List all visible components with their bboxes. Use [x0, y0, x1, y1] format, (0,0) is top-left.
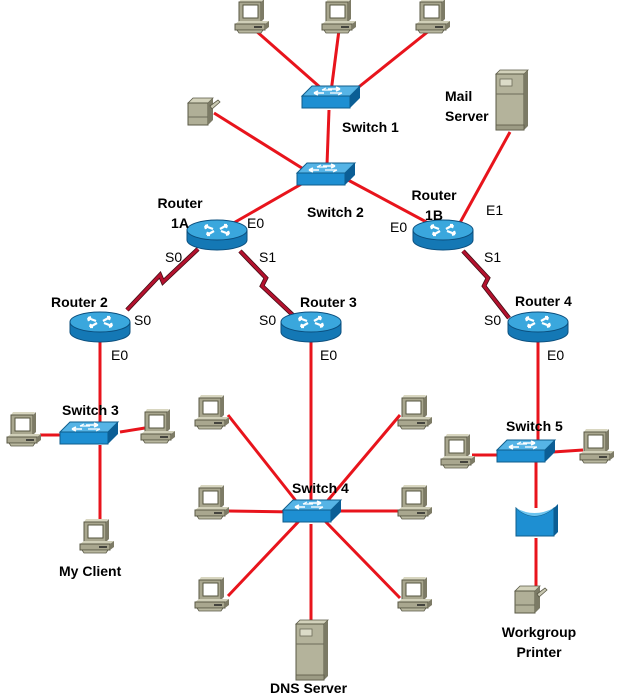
link-switch5-pc-right [552, 448, 584, 454]
link-router1b-mail-server [454, 131, 512, 231]
port-r3-s0: S0 [259, 312, 277, 328]
mail-server-label-line1: Mail [445, 88, 473, 104]
link-switch1-pc3 [349, 28, 431, 96]
switch1-label: Switch 1 [342, 119, 399, 135]
pc-switch4-bottom-right[interactable] [397, 576, 433, 612]
link-switch4-pc-bl [226, 518, 302, 598]
pc-switch3-left[interactable] [6, 411, 42, 447]
port-r1b-e0: E0 [390, 219, 408, 235]
link-switch4-pc-br [322, 518, 402, 600]
router4-label: Router 4 [515, 293, 572, 309]
workgroup-printer-icon[interactable] [514, 585, 548, 614]
links-layer [40, 28, 584, 620]
pc-switch5-left[interactable] [440, 433, 476, 469]
mail-server-label: Mail Server [445, 86, 489, 126]
pc-switch4-top-right[interactable] [397, 394, 433, 430]
port-r3-e0: E0 [320, 347, 338, 363]
router1b-label: Router 1B [404, 185, 464, 225]
pc-switch4-top-left[interactable] [194, 394, 230, 430]
port-r4-e0: E0 [547, 347, 565, 363]
workgroup-printer-label-line2: Printer [516, 644, 562, 660]
link-switch1-pc1 [254, 28, 331, 98]
pc-top-right[interactable] [415, 0, 451, 34]
link-switch3-pc-right [119, 426, 146, 434]
dns-server-icon[interactable] [295, 619, 329, 681]
workgroup-printer-label: Workgroup Printer [494, 622, 584, 662]
serial-router1a-router2 [125, 247, 200, 312]
pc-switch4-mid-left[interactable] [194, 484, 230, 520]
router2-icon[interactable] [68, 310, 132, 344]
pc-top-left[interactable] [234, 0, 270, 34]
pc-switch4-mid-right[interactable] [397, 484, 433, 520]
switch2-icon[interactable] [296, 162, 356, 186]
mail-server-label-line2: Server [445, 108, 489, 124]
link-switch4-pc-tl [226, 414, 302, 507]
pc-top-middle[interactable] [321, 0, 357, 34]
link-switch2-printer [213, 111, 306, 172]
link-switch2-router1a [229, 180, 306, 227]
pc-switch5-right[interactable] [579, 428, 615, 464]
mail-server-icon[interactable] [495, 69, 529, 131]
printer-top-icon[interactable] [187, 97, 221, 126]
switch3-icon[interactable] [59, 421, 119, 445]
router4-icon[interactable] [506, 310, 570, 344]
port-r1a-e0: E0 [247, 215, 265, 231]
router1a-label-line2: 1A [171, 215, 189, 231]
router1a-label: Router 1A [150, 193, 210, 233]
switch2-label: Switch 2 [307, 204, 364, 220]
port-r4-s0: S0 [484, 312, 502, 328]
my-client-icon[interactable] [79, 518, 115, 554]
workgroup-printer-label-line1: Workgroup [501, 624, 577, 640]
router1a-label-line1: Router [157, 195, 203, 211]
port-r2-s0: S0 [134, 312, 152, 328]
switch5-label: Switch 5 [506, 418, 563, 434]
switch5-icon[interactable] [496, 439, 556, 463]
link-switch1-pc2 [329, 29, 341, 93]
port-r1b-s1: S1 [484, 249, 502, 265]
dns-server-label: DNS Server [270, 680, 348, 696]
router3-icon[interactable] [279, 310, 343, 344]
router3-label: Router 3 [300, 294, 357, 310]
router1b-label-line1: Router [411, 187, 457, 203]
serial-router1a-router3 [238, 249, 298, 320]
pc-switch4-bottom-left[interactable] [194, 576, 230, 612]
switch4-icon[interactable] [282, 499, 342, 523]
router2-label: Router 2 [51, 294, 108, 310]
serial-router1b-router4 [461, 249, 511, 319]
port-r1a-s1: S1 [259, 249, 277, 265]
link-switch4-pc-tr [322, 414, 402, 506]
my-client-label: My Client [59, 563, 122, 579]
print-server-icon[interactable] [515, 503, 559, 537]
router1b-label-line2: 1B [425, 207, 443, 223]
port-r2-e0: E0 [111, 347, 129, 363]
switch4-label: Switch 4 [292, 480, 349, 496]
switch1-icon[interactable] [301, 85, 361, 109]
link-switch1-switch2 [325, 109, 331, 166]
port-r1a-s0: S0 [165, 249, 183, 265]
switch3-label: Switch 3 [62, 402, 119, 418]
pc-switch3-right[interactable] [140, 408, 176, 444]
port-r1b-e1: E1 [486, 202, 504, 218]
